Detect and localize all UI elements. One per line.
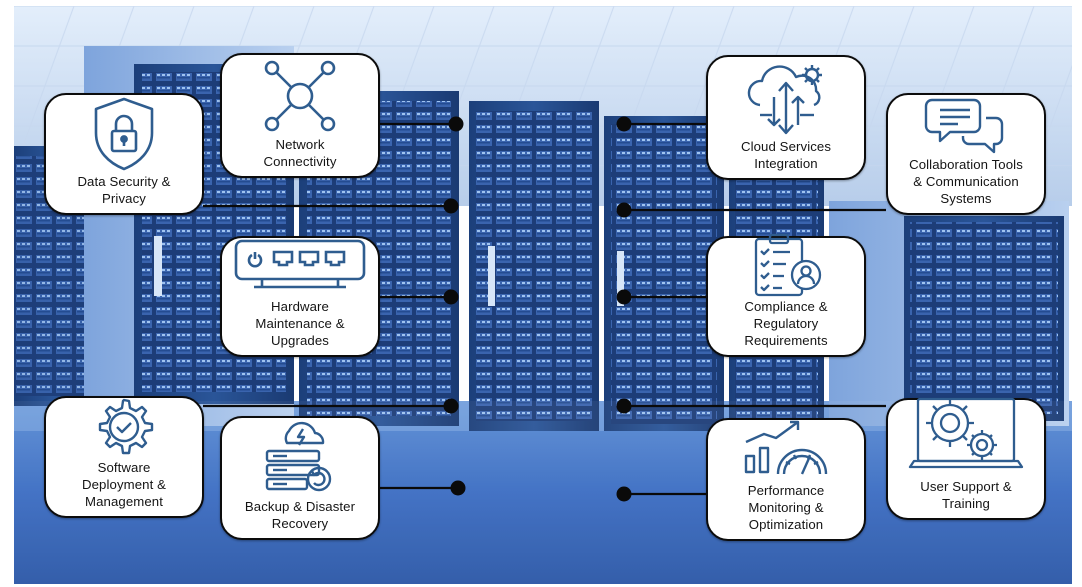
clipboard-checklist-icon [741,232,831,298]
card-cloud: Cloud Services Integration [706,55,866,180]
chat-bubbles-icon [921,94,1011,156]
cloud-sync-icon [736,60,836,138]
card-label: Hardware Maintenance & Upgrades [255,299,345,348]
card-label: Software Deployment & Management [81,460,167,509]
card-performance: Performance Monitoring & Optimization [706,418,866,541]
card-user-support: User Support & Training [886,397,1046,520]
card-software: Software Deployment & Management [44,396,204,518]
network-switch-icon [230,234,370,292]
shield-lock-icon [79,93,169,173]
gear-check-icon [79,395,169,459]
card-label: User Support & Training [920,479,1012,511]
card-collaboration: Collaboration Tools & Communication Syst… [886,93,1046,215]
card-label: Data Security & Privacy [77,174,171,206]
card-label: Performance Monitoring & Optimization [747,483,825,532]
card-label: Compliance & Regulatory Requirements [744,299,828,348]
card-label: Backup & Disaster Recovery [244,499,356,531]
card-backup: Backup & Disaster Recovery [220,416,380,540]
card-hardware: Hardware Maintenance & Upgrades [220,236,380,357]
card-label: Network Connectivity [263,137,337,169]
laptop-gears-icon [904,394,1028,474]
card-compliance: Compliance & Regulatory Requirements [706,233,866,357]
card-network: Network Connectivity [220,53,380,178]
network-hub-icon [255,56,345,136]
card-label: Collaboration Tools & Communication Syst… [909,157,1023,206]
chart-gauge-icon [736,416,836,482]
card-label: Cloud Services Integration [740,139,832,171]
card-data-security: Data Security & Privacy [44,93,204,215]
server-restore-icon [255,420,345,494]
